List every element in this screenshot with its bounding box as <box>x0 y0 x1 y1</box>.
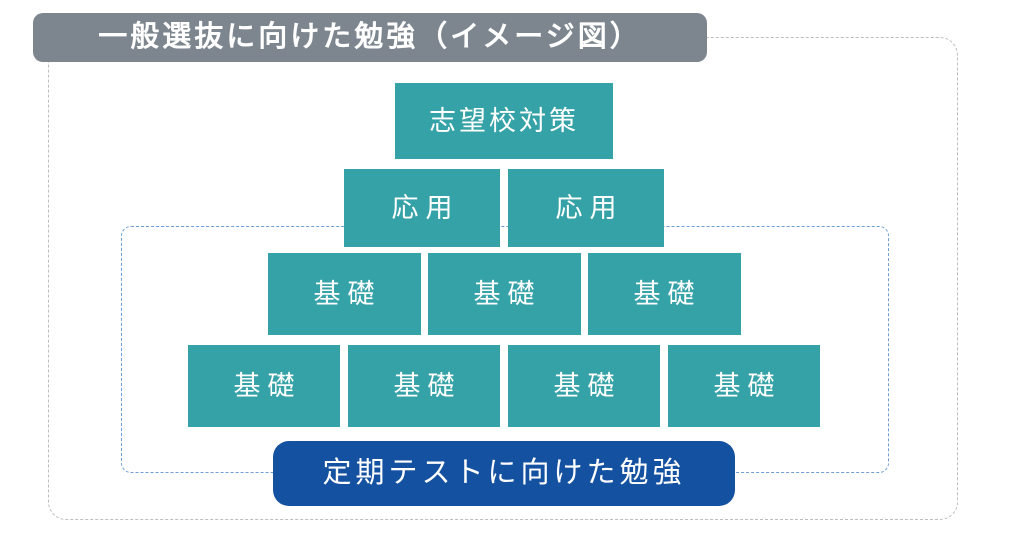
pyramid-row-applied: 応用 応用 <box>49 169 959 247</box>
pyramid-box-basic-7: 基礎 <box>668 345 820 427</box>
pyramid-row-top: 志望校対策 <box>49 83 959 159</box>
pyramid-box-basic-1: 基礎 <box>267 253 421 335</box>
pyramid-box-basic-5: 基礎 <box>348 345 500 427</box>
pyramid-row-basic-lower: 基礎 基礎 基礎 基礎 <box>49 345 959 427</box>
footer-band: 定期テストに向けた勉強 <box>49 441 959 506</box>
slide-panel: 志望校対策 応用 応用 基礎 基礎 基礎 基礎 基礎 基礎 基礎 定期テストに向… <box>48 37 958 520</box>
pyramid-box-basic-3: 基礎 <box>587 253 741 335</box>
pyramid-row-basic-upper: 基礎 基礎 基礎 <box>49 253 959 335</box>
pyramid-box-target-school: 志望校対策 <box>395 83 613 159</box>
pyramid-box-applied-2: 応用 <box>508 169 664 247</box>
pyramid-box-basic-2: 基礎 <box>427 253 581 335</box>
pyramid-box-basic-4: 基礎 <box>188 345 340 427</box>
regular-test-study-label: 定期テストに向けた勉強 <box>273 441 735 506</box>
diagram-title: 一般選抜に向けた勉強（イメージ図） <box>98 21 642 53</box>
pyramid-box-applied-1: 応用 <box>344 169 500 247</box>
diagram-title-banner: 一般選抜に向けた勉強（イメージ図） <box>33 13 707 62</box>
pyramid-box-basic-6: 基礎 <box>508 345 660 427</box>
